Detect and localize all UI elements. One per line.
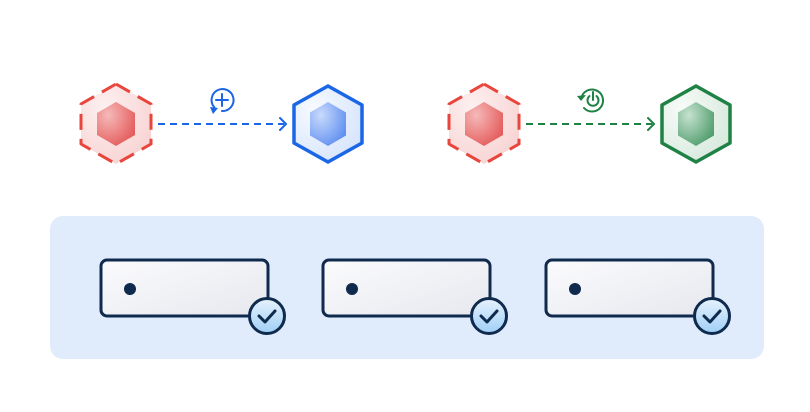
server-icon [99,258,270,318]
status-led-icon [569,283,581,295]
check-icon [693,297,731,335]
flow-create [79,82,364,166]
arrow-head-icon [647,117,655,131]
server-item [544,258,731,335]
inactive-node-icon [79,82,153,166]
add-cycle-icon [210,88,235,114]
server-icon [544,258,715,318]
server-item [99,258,286,335]
status-led-icon [124,283,136,295]
running-node-icon [660,84,732,164]
server-item [321,258,508,335]
check-icon [470,297,508,335]
arrow-head-icon [279,117,287,131]
inactive-node-icon [447,82,521,166]
status-led-icon [346,283,358,295]
server-icon [321,258,492,318]
created-node-icon [292,84,364,164]
flow-restart [447,82,732,166]
check-icon [248,297,286,335]
power-restart-icon [577,88,605,113]
